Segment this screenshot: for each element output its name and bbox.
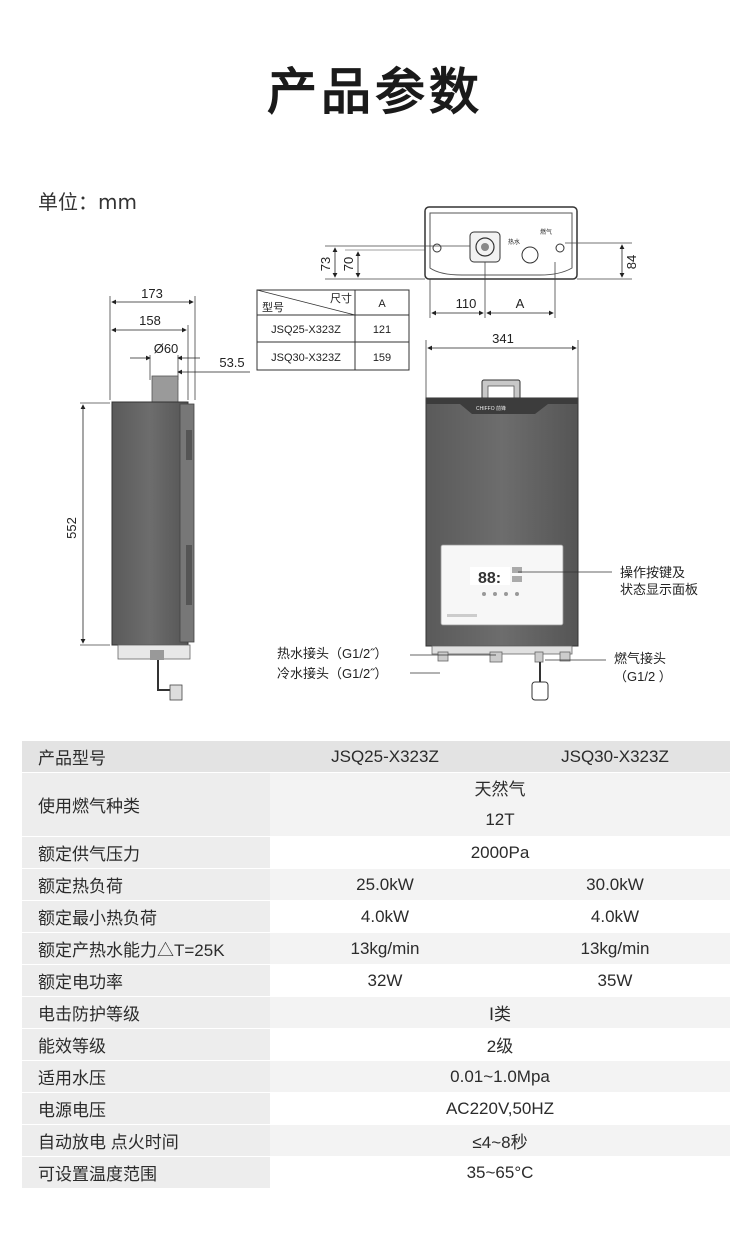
- table-row: 额定供气压力 2000Pa: [22, 836, 730, 869]
- spec-value-line-2: 12T: [485, 809, 515, 829]
- table-row: 适用水压 0.01~1.0Mpa: [22, 1060, 730, 1093]
- dim-552: 552: [64, 517, 79, 539]
- table-row: 产品型号 JSQ25-X323Z JSQ30-X323Z: [22, 741, 730, 773]
- table-row: 使用燃气种类 天然气 12T: [22, 772, 730, 837]
- dim-84: 84: [624, 255, 639, 269]
- dim-158: 158: [139, 313, 161, 328]
- spec-value: 天然气 12T: [270, 772, 730, 837]
- table-row: 能效等级 2级: [22, 1028, 730, 1061]
- spec-model-2: JSQ30-X323Z: [500, 741, 730, 773]
- spec-value-line-1: 天然气: [474, 779, 526, 799]
- size-table-model-2: JSQ30-X323Z: [271, 352, 341, 364]
- spec-value: ≤4~8秒: [270, 1124, 730, 1157]
- dim-a: A: [516, 296, 525, 311]
- spec-value: AC220V,50HZ: [270, 1092, 730, 1125]
- callout-cold: 冷水接头（G1/2˝）: [277, 666, 388, 681]
- dim-70: 70: [341, 257, 356, 271]
- spec-label: 自动放电 点火时间: [22, 1124, 270, 1157]
- callout-gas-1: 燃气接头: [614, 651, 666, 666]
- spec-value-1: 32W: [270, 964, 500, 997]
- table-row: 自动放电 点火时间 ≤4~8秒: [22, 1124, 730, 1157]
- spec-value: 35~65°C: [270, 1156, 730, 1189]
- spec-value: 2级: [270, 1028, 730, 1061]
- table-row: 电击防护等级 Ⅰ类: [22, 996, 730, 1029]
- table-row: 电源电压 AC220V,50HZ: [22, 1092, 730, 1125]
- spec-label: 额定最小热负荷: [22, 900, 270, 933]
- spec-label: 产品型号: [22, 741, 270, 773]
- spec-value-2: 35W: [500, 964, 730, 997]
- table-row: 额定电功率 32W 35W: [22, 964, 730, 997]
- spec-label: 额定电功率: [22, 964, 270, 997]
- dim-341: 341: [492, 331, 514, 346]
- top-view-hot-label: 热水: [508, 238, 520, 246]
- size-table-header-a: A: [378, 298, 386, 310]
- dim-73: 73: [318, 257, 333, 271]
- callout-panel-1: 操作按键及: [620, 565, 685, 580]
- table-row: 可设置温度范围 35~65°C: [22, 1156, 730, 1189]
- spec-value-2: 30.0kW: [500, 868, 730, 901]
- dim-53-5: 53.5: [219, 355, 244, 370]
- size-table-model-1: JSQ25-X323Z: [271, 324, 341, 336]
- spec-label: 电击防护等级: [22, 996, 270, 1029]
- dim-173: 173: [141, 286, 163, 301]
- size-table-header-size: 尺寸: [330, 291, 352, 305]
- spec-value-1: 13kg/min: [270, 932, 500, 965]
- callout-gas-2: （G1/2 ）: [614, 669, 672, 684]
- specs-table: 产品型号 JSQ25-X323Z JSQ30-X323Z 使用燃气种类 天然气 …: [22, 741, 730, 1189]
- spec-label: 使用燃气种类: [22, 772, 270, 837]
- spec-label: 适用水压: [22, 1060, 270, 1093]
- brand-label: CHIFFO 前锋: [476, 405, 506, 412]
- panel-display: 88:: [478, 570, 501, 587]
- spec-value: 0.01~1.0Mpa: [270, 1060, 730, 1093]
- unit-label: 单位：mm: [38, 190, 137, 214]
- spec-value-1: 4.0kW: [270, 900, 500, 933]
- top-view-gas-label: 燃气: [540, 228, 552, 236]
- technical-drawing: 173 158 Ø60 53.5 552: [64, 206, 698, 701]
- table-row: 额定产热水能力△T=25K 13kg/min 13kg/min: [22, 932, 730, 965]
- callout-hot: 热水接头（G1/2˝）: [277, 646, 388, 661]
- spec-label: 额定供气压力: [22, 836, 270, 869]
- spec-label: 电源电压: [22, 1092, 270, 1125]
- dim-110: 110: [456, 296, 477, 311]
- spec-value: Ⅰ类: [270, 996, 730, 1029]
- table-row: 额定最小热负荷 4.0kW 4.0kW: [22, 900, 730, 933]
- size-table-header-model: 型号: [262, 300, 284, 314]
- top-view: 热水 燃气 73 70 84 110 A: [318, 206, 639, 318]
- spec-value-1: 25.0kW: [270, 868, 500, 901]
- table-row: 额定热负荷 25.0kW 30.0kW: [22, 868, 730, 901]
- spec-value: 2000Pa: [270, 836, 730, 869]
- spec-label: 可设置温度范围: [22, 1156, 270, 1189]
- side-view: 173 158 Ø60 53.5 552: [64, 286, 250, 701]
- page-title: 产品参数: [267, 63, 483, 121]
- size-table: 型号 尺寸 A JSQ25-X323Z 121 JSQ30-X323Z 159: [256, 289, 410, 371]
- spec-value-2: 4.0kW: [500, 900, 730, 933]
- spec-label: 额定热负荷: [22, 868, 270, 901]
- front-view: 341 CHIFFO 前锋 88: 操作按键及 状态显示面板 燃气接头 （G1/…: [277, 331, 698, 701]
- spec-label: 额定产热水能力△T=25K: [22, 932, 270, 965]
- dim-60: Ø60: [154, 341, 179, 356]
- size-table-a-1: 121: [373, 324, 391, 336]
- spec-label: 能效等级: [22, 1028, 270, 1061]
- callout-panel-2: 状态显示面板: [620, 582, 698, 597]
- spec-value-2: 13kg/min: [500, 932, 730, 965]
- spec-model-1: JSQ25-X323Z: [270, 741, 500, 773]
- size-table-a-2: 159: [373, 352, 391, 364]
